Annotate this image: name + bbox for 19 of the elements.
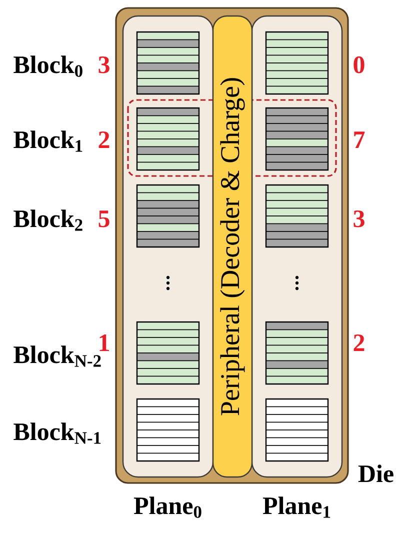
peripheral-band: Peripheral (Decoder & Charge) <box>212 15 253 478</box>
count-label: 2 <box>98 131 110 148</box>
count-label: 5 <box>98 210 110 228</box>
count-label: 7 <box>354 132 365 148</box>
memory-block <box>136 398 200 462</box>
row-label: Block$_{0}$ <box>14 56 82 77</box>
row-label: Block$_{1}$ <box>14 130 82 152</box>
plane-label: Plane$_{0}$ <box>134 496 202 518</box>
count-label: 1 <box>100 334 109 351</box>
row-label: Block$_{N-2}$ <box>14 346 101 367</box>
row-label: Block$_{2}$ <box>14 210 82 231</box>
die-label: Die <box>358 464 394 482</box>
count-label: 3 <box>98 56 110 74</box>
memory-block <box>265 398 329 462</box>
plane-label: Plane$_{1}$ <box>262 496 330 518</box>
count-label: 2 <box>354 334 364 351</box>
count-label: 3 <box>354 210 364 228</box>
row-label: Block$_{N-1}$ <box>14 422 101 444</box>
count-label: 0 <box>354 56 364 74</box>
